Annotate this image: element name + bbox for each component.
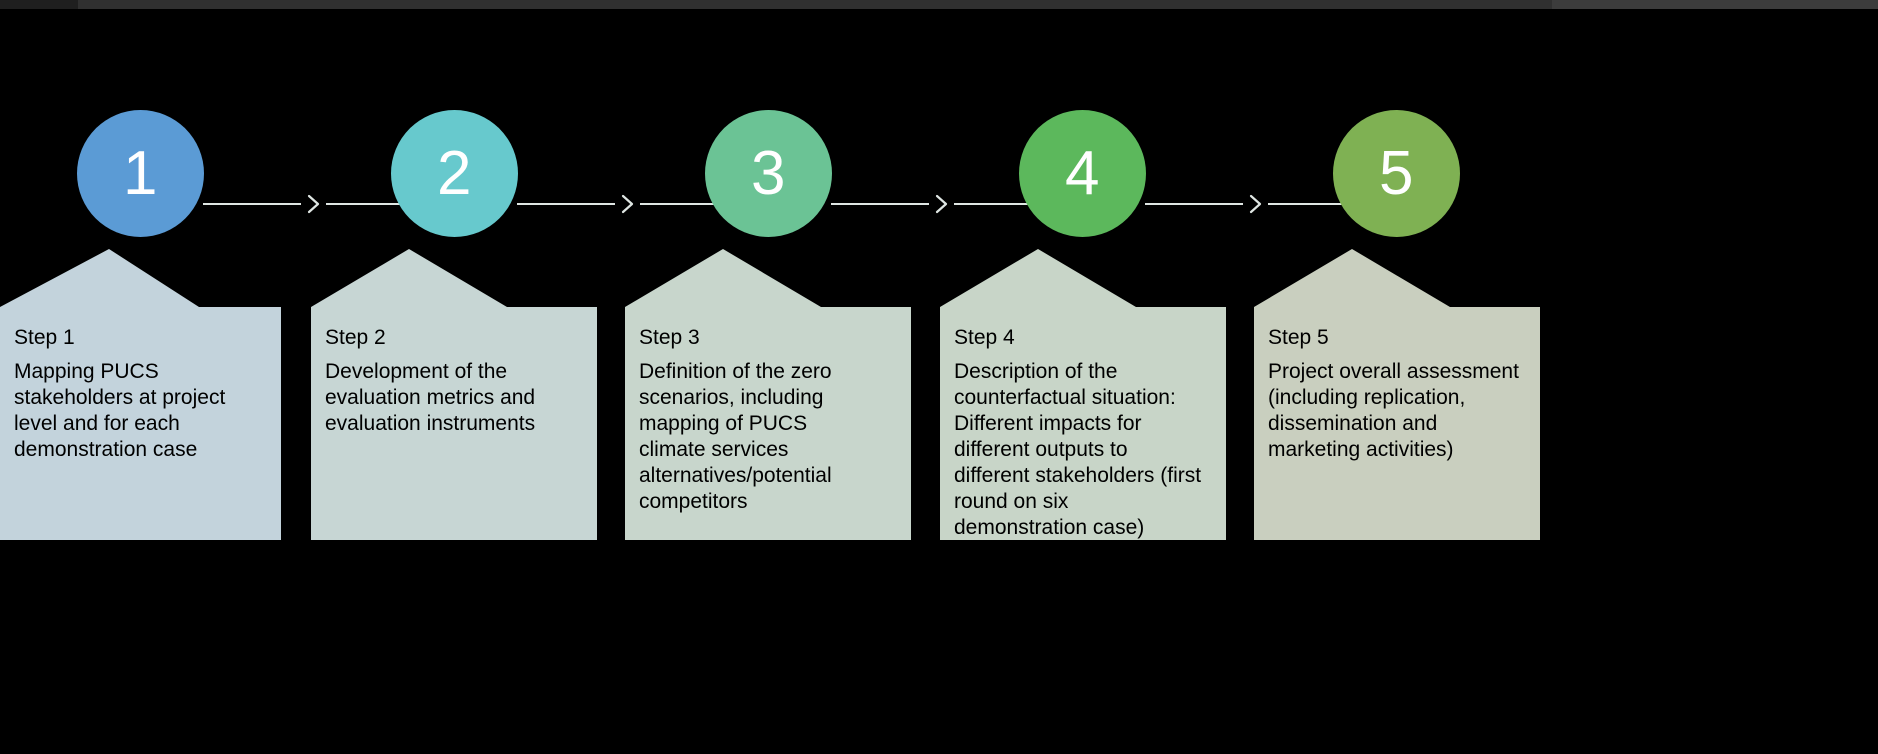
step-panel-text: Project overall assessment (including re… — [1268, 360, 1519, 462]
step-panel-title: Step 2 — [325, 326, 386, 349]
connector-step1-step2 — [203, 192, 424, 216]
step-panel-1-shape — [0, 249, 281, 540]
step-panel-1[interactable]: Step 1 Mapping PUCS stakeholders at proj… — [0, 249, 281, 540]
chevron-right-icon — [1243, 192, 1267, 216]
step-panel-4-shape — [940, 249, 1226, 540]
step-circle-3[interactable]: 3 — [705, 110, 832, 237]
step-panel-title: Step 5 — [1268, 326, 1329, 349]
step-panel-5-content: Step 5 Project overall assessment (inclu… — [1254, 307, 1540, 463]
step-panel-title: Step 1 — [14, 326, 75, 349]
connector-rail — [954, 203, 1052, 205]
step-panel-5[interactable]: Step 5 Project overall assessment (inclu… — [1254, 249, 1540, 540]
connector-rail — [640, 203, 738, 205]
connector-rail — [1145, 203, 1243, 205]
chevron-right-icon — [929, 192, 953, 216]
step-circle-4[interactable]: 4 — [1019, 110, 1146, 237]
step-panel-1-content: Step 1 Mapping PUCS stakeholders at proj… — [0, 307, 281, 463]
step-panel-text: Description of the counterfactual situat… — [954, 360, 1202, 540]
chevron-right-icon — [615, 192, 639, 216]
step-panel-3-shape — [625, 249, 911, 540]
step-panel-3-content: Step 3 Definition of the zero scenarios,… — [625, 307, 911, 515]
step-panel-text: Mapping PUCS stakeholders at project lev… — [14, 360, 226, 462]
step-panel-2[interactable]: Step 2 Development of the evaluation met… — [311, 249, 597, 540]
browser-chrome-left-segment — [0, 0, 78, 9]
connector-step4-step5 — [1145, 192, 1366, 216]
step-circle-number: 1 — [123, 138, 158, 208]
step-circle-1[interactable]: 1 — [77, 110, 204, 237]
connector-rail — [326, 203, 424, 205]
step-panel-2-shape — [311, 249, 597, 540]
step-panel-3[interactable]: Step 3 Definition of the zero scenarios,… — [625, 249, 911, 540]
step-panel-title: Step 3 — [639, 326, 700, 349]
connector-step2-step3 — [517, 192, 738, 216]
connector-rail — [203, 203, 301, 205]
step-circle-number: 4 — [1065, 138, 1100, 208]
step-panel-2-content: Step 2 Development of the evaluation met… — [311, 307, 597, 437]
step-circle-number: 5 — [1379, 138, 1414, 208]
connector-rail — [517, 203, 615, 205]
process-flow-diagram: 1 2 3 4 5 Step 1 Mapping PUCS stakeholde… — [0, 9, 1878, 754]
step-circle-number: 2 — [437, 138, 472, 208]
browser-chrome-right-segment — [1552, 0, 1878, 9]
step-panel-4[interactable]: Step 4 Description of the counterfactual… — [940, 249, 1226, 540]
step-panel-4-content: Step 4 Description of the counterfactual… — [940, 307, 1226, 541]
step-panel-title: Step 4 — [954, 326, 1015, 349]
step-panel-text: Development of the evaluation metrics an… — [325, 360, 536, 436]
step-circle-number: 3 — [751, 138, 786, 208]
step-circle-5[interactable]: 5 — [1333, 110, 1460, 237]
step-panel-5-shape — [1254, 249, 1540, 540]
step-circle-2[interactable]: 2 — [391, 110, 518, 237]
browser-chrome-strip — [0, 0, 1878, 9]
connector-step3-step4 — [831, 192, 1052, 216]
step-panel-text: Definition of the zero scenarios, includ… — [639, 360, 832, 514]
chevron-right-icon — [301, 192, 325, 216]
connector-rail — [1268, 203, 1366, 205]
connector-rail — [831, 203, 929, 205]
